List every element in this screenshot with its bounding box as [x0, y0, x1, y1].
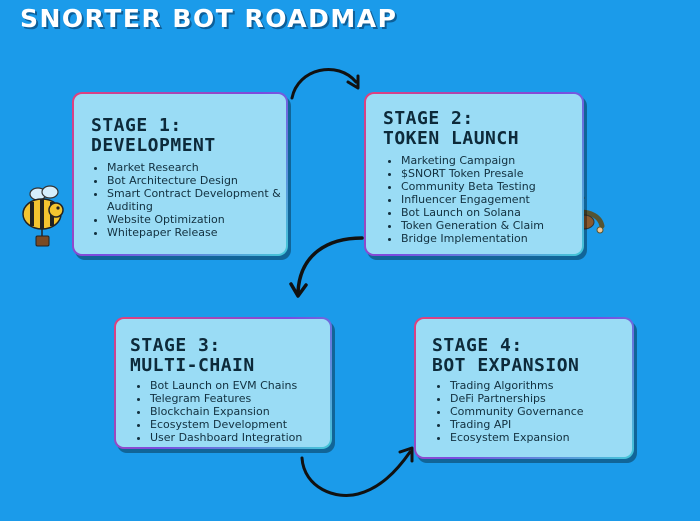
curved-arrow-icon — [289, 236, 364, 298]
list-item: Bridge Implementation — [401, 232, 591, 245]
list-item: $SNORT Token Presale — [401, 167, 591, 180]
stage-4-card: STAGE 4: BOT EXPANSION Trading Algorithm… — [414, 317, 634, 459]
list-item: Website Optimization — [107, 213, 292, 226]
stage-title: MULTI-CHAIN — [130, 355, 255, 376]
list-item: Bot Launch on Solana — [401, 206, 591, 219]
list-item: Telegram Features — [150, 392, 340, 405]
list-item: Smart Contract Development & Auditing — [107, 187, 292, 213]
list-item: Token Generation & Claim — [401, 219, 591, 232]
list-item: Marketing Campaign — [401, 154, 591, 167]
stage-title: BOT EXPANSION — [432, 355, 580, 376]
list-item: Ecosystem Development — [150, 418, 340, 431]
page-title: SNORTER BOT ROADMAP — [20, 4, 398, 33]
stage-number: STAGE 4: — [432, 335, 523, 356]
stage-3-card: STAGE 3: MULTI-CHAIN Bot Launch on EVM C… — [114, 317, 332, 449]
curved-arrow-icon — [300, 446, 414, 497]
stage-heading: STAGE 1: DEVELOPMENT — [74, 116, 286, 156]
stage-number: STAGE 2: — [383, 108, 474, 129]
list-item: Blockchain Expansion — [150, 405, 340, 418]
list-item: Bot Architecture Design — [107, 174, 292, 187]
stage-heading: STAGE 4: BOT EXPANSION — [416, 336, 632, 376]
stage-number: STAGE 3: — [130, 335, 221, 356]
stage-item-list: Trading Algorithms DeFi Partnerships Com… — [436, 379, 640, 444]
bee-mascot-icon — [22, 185, 64, 247]
stage-item-list: Marketing Campaign $SNORT Token Presale … — [387, 154, 591, 245]
stage-number: STAGE 1: — [91, 115, 182, 136]
stage-item-list: Market Research Bot Architecture Design … — [93, 161, 292, 239]
list-item: Community Beta Testing — [401, 180, 591, 193]
list-item: Market Research — [107, 161, 292, 174]
list-item: Ecosystem Expansion — [450, 431, 640, 444]
list-item: Influencer Engagement — [401, 193, 591, 206]
stage-1-card: STAGE 1: DEVELOPMENT Market Research Bot… — [72, 92, 288, 256]
list-item: DeFi Partnerships — [450, 392, 640, 405]
list-item: Trading API — [450, 418, 640, 431]
list-item: Whitepaper Release — [107, 226, 292, 239]
stage-item-list: Bot Launch on EVM Chains Telegram Featur… — [136, 379, 340, 444]
stage-heading: STAGE 2: TOKEN LAUNCH — [366, 109, 582, 149]
stage-heading: STAGE 3: MULTI-CHAIN — [116, 336, 330, 376]
curved-arrow-icon — [290, 67, 360, 100]
list-item: Trading Algorithms — [450, 379, 640, 392]
stage-title: TOKEN LAUNCH — [383, 128, 520, 149]
stage-title: DEVELOPMENT — [91, 135, 216, 156]
list-item: Community Governance — [450, 405, 640, 418]
list-item: Bot Launch on EVM Chains — [150, 379, 340, 392]
list-item: User Dashboard Integration — [150, 431, 340, 444]
stage-2-card: STAGE 2: TOKEN LAUNCH Marketing Campaign… — [364, 92, 584, 256]
